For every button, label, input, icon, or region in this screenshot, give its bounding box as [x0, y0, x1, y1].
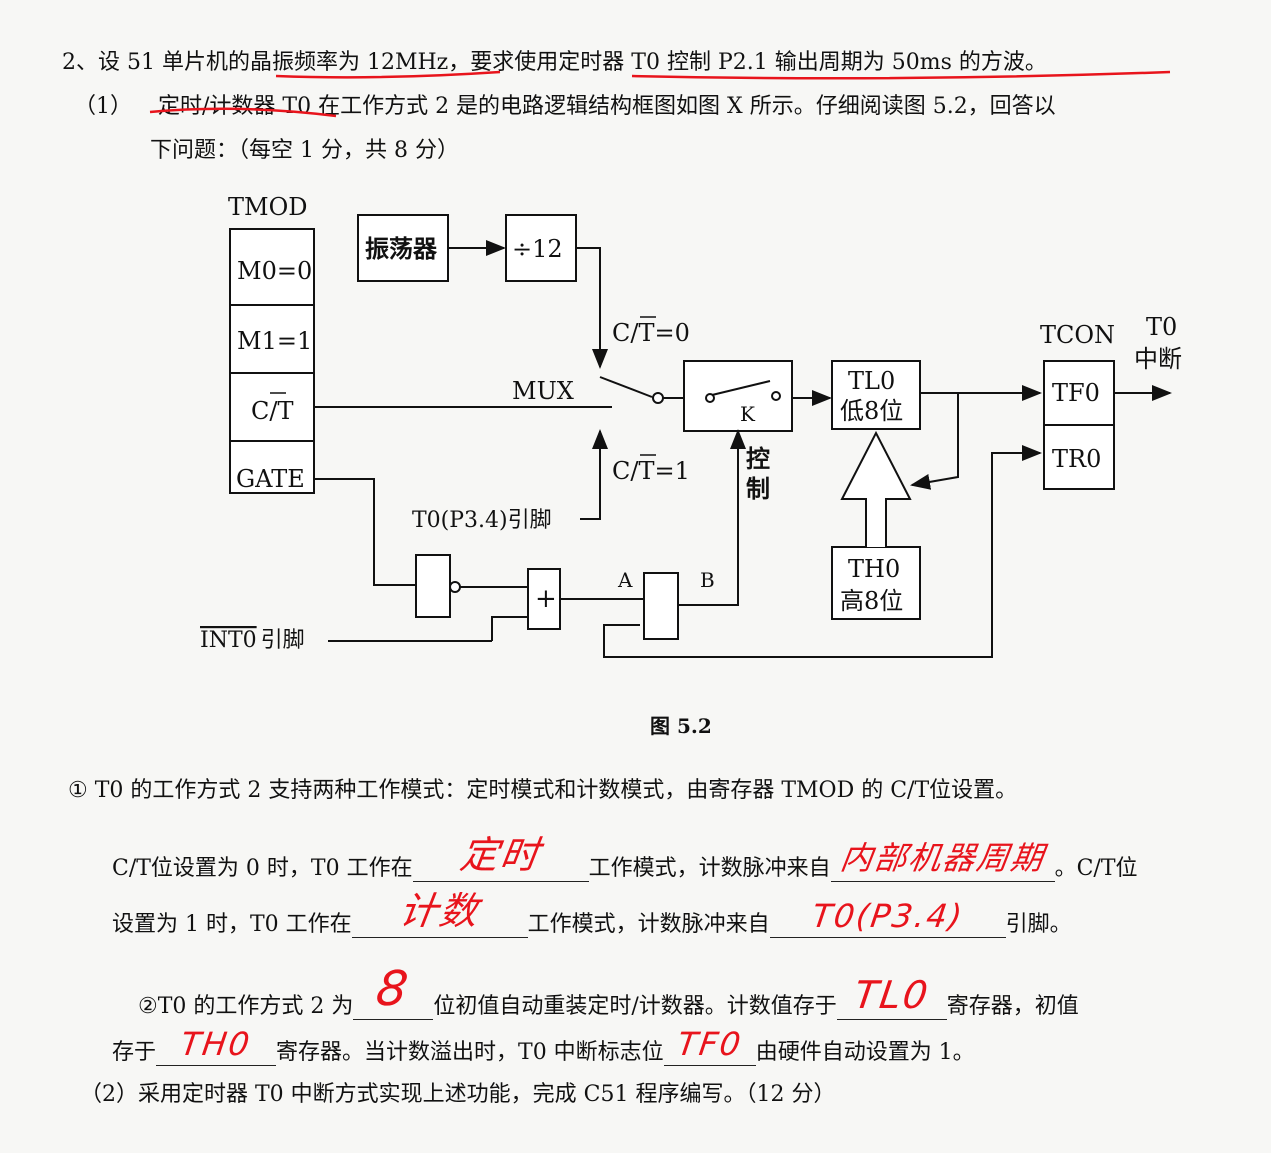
answer-blank-mode-0[interactable]: 定时 [412, 833, 589, 882]
t0-pin-label: T0(P3.4)引脚 [412, 508, 552, 533]
q-text: ，要求使用 [448, 50, 559, 75]
handwritten-answer: 内部机器周期 [837, 839, 1047, 877]
q-text: 设置为 1 时，T0 工作在 [112, 912, 352, 937]
gate-field: GATE [236, 465, 305, 493]
tmod-label: TMOD [228, 193, 308, 221]
m0-field: M0=0 [237, 257, 312, 285]
q-text: 引脚。 [1005, 912, 1072, 937]
oscillator-label: 振荡器 [365, 234, 438, 263]
handwritten-answer: T0(P3.4) [809, 897, 966, 935]
answer-blank-bits[interactable]: 8 [353, 961, 434, 1020]
q-text: 2、设 51 单片机的 [62, 50, 250, 75]
tl0-label: TL0 [848, 367, 895, 395]
question-line-3: 下问题：（每空 1 分，共 8 分） [150, 138, 459, 163]
answer-blank-source-0[interactable]: 内部机器周期 [830, 839, 1055, 882]
q-text: 。C/T位 [1054, 856, 1138, 881]
tl0-box [831, 360, 921, 430]
handwritten-answer: 定时 [456, 833, 544, 877]
tmod-register-box [229, 228, 315, 494]
th0-sub-label: 高8位 [840, 587, 903, 615]
timer-block-diagram: TMOD M0=0 M1=1 C/T GATE 振荡器 ÷12 C/T=0 C/… [200, 193, 1182, 658]
highlight-task: 定时器 T0 控制 P2.1 输出周期为 50ms 的方波 [558, 50, 1025, 75]
q-text: 工作模式，计数脉冲来自 [527, 912, 770, 937]
question-line-2: （1） 定时/计数器 T0 在工作方式 2 是的电路逻辑结构框图如图 X 所示。仔… [74, 88, 1056, 120]
question-line-1: 2、设 51 单片机的晶振频率为 12MHz，要求使用定时器 T0 控制 P2.… [62, 44, 1047, 76]
control-label: 控制 [746, 444, 770, 503]
handwritten-answer: 计数 [396, 889, 483, 933]
q-num: （1） [74, 94, 132, 119]
red-underline-marks [149, 70, 1171, 118]
q-text: 在工作方式 2 是的电路逻辑结构框图如图 X 所示。仔细阅读图 5.2，回答以 [311, 94, 1056, 119]
ct0-label: C/T=0 [612, 319, 690, 347]
or-symbol: + [535, 584, 557, 614]
figure-caption: 图 5.2 [650, 714, 712, 738]
divider-label: ÷12 [512, 235, 563, 263]
tl0-sub-label: 低8位 [840, 397, 903, 425]
tcon-label: TCON [1040, 321, 1115, 349]
highlight-crystal: 晶振频率为 12MHz [249, 50, 449, 75]
q-text: ②T0 的工作方式 2 为 [138, 994, 354, 1019]
q-text: 寄存器，初值 [946, 994, 1079, 1019]
b-label: B [700, 568, 715, 592]
ct-field: C/T [251, 397, 293, 425]
tf0-field: TF0 [1052, 379, 1100, 407]
q1-intro: ① T0 的工作方式 2 支持两种工作模式：定时模式和计数模式，由寄存器 TMO… [68, 778, 1018, 803]
q1-line-2: C/T位设置为 0 时，T0 工作在 定时工作模式，计数脉冲来自内部机器周期。C/… [112, 833, 1138, 882]
handwritten-answer: 8 [373, 961, 414, 1017]
q-text: 由硬件自动设置为 1。 [755, 1040, 975, 1065]
q-text: C/T位设置为 0 时，T0 工作在 [112, 856, 413, 881]
handwritten-answer: TH0 [178, 1025, 254, 1063]
answer-blank-init-register[interactable]: TH0 [156, 1025, 277, 1066]
q-text: 位初值自动重装定时/计数器。计数值存于 [433, 994, 837, 1019]
not-gate [415, 554, 451, 618]
answer-blank-count-register[interactable]: TL0 [836, 973, 947, 1020]
m1-field: M1=1 [237, 327, 312, 355]
q2-line-2: 存于 TH0 寄存器。当计数溢出时，T0 中断标志位 TF0 由硬件自动设置为 1。 [112, 1025, 975, 1066]
a-label: A [617, 568, 633, 592]
q-text: 寄存器。当计数溢出时，T0 中断标志位 [276, 1040, 664, 1065]
answer-blank-flag[interactable]: TF0 [663, 1025, 756, 1066]
tr0-field: TR0 [1052, 445, 1101, 473]
th0-label: TH0 [848, 555, 900, 583]
highlight-timer: 定时/计数器 T0 [158, 94, 312, 119]
answer-blank-source-1[interactable]: T0(P3.4) [769, 897, 1006, 938]
ct1-label: C/T=1 [612, 457, 690, 485]
q2-line-1: ②T0 的工作方式 2 为 8 位初值自动重装定时/计数器。计数值存于 TL0 寄存器，… [138, 961, 1079, 1020]
q-text: 工作模式，计数脉冲来自 [588, 856, 831, 881]
q-text: 。 [1024, 50, 1047, 75]
k-label: K [740, 402, 756, 426]
handwritten-answer: TF0 [674, 1025, 745, 1063]
t0-interrupt-sub-label: 中断 [1134, 345, 1182, 373]
mux-label: MUX [512, 377, 574, 405]
q3-text: （2）采用定时器 T0 中断方式实现上述功能，完成 C51 程序编写。（12 分… [80, 1082, 836, 1107]
q-text: 存于 [112, 1040, 157, 1065]
answer-blank-mode-1[interactable]: 计数 [351, 889, 528, 938]
and-gate [643, 572, 679, 640]
q1-line-3: 设置为 1 时，T0 工作在 计数工作模式，计数脉冲来自 T0(P3.4) 引脚。 [112, 889, 1072, 938]
handwritten-answer: TL0 [851, 973, 933, 1017]
t0-interrupt-label: T0 [1146, 313, 1177, 341]
